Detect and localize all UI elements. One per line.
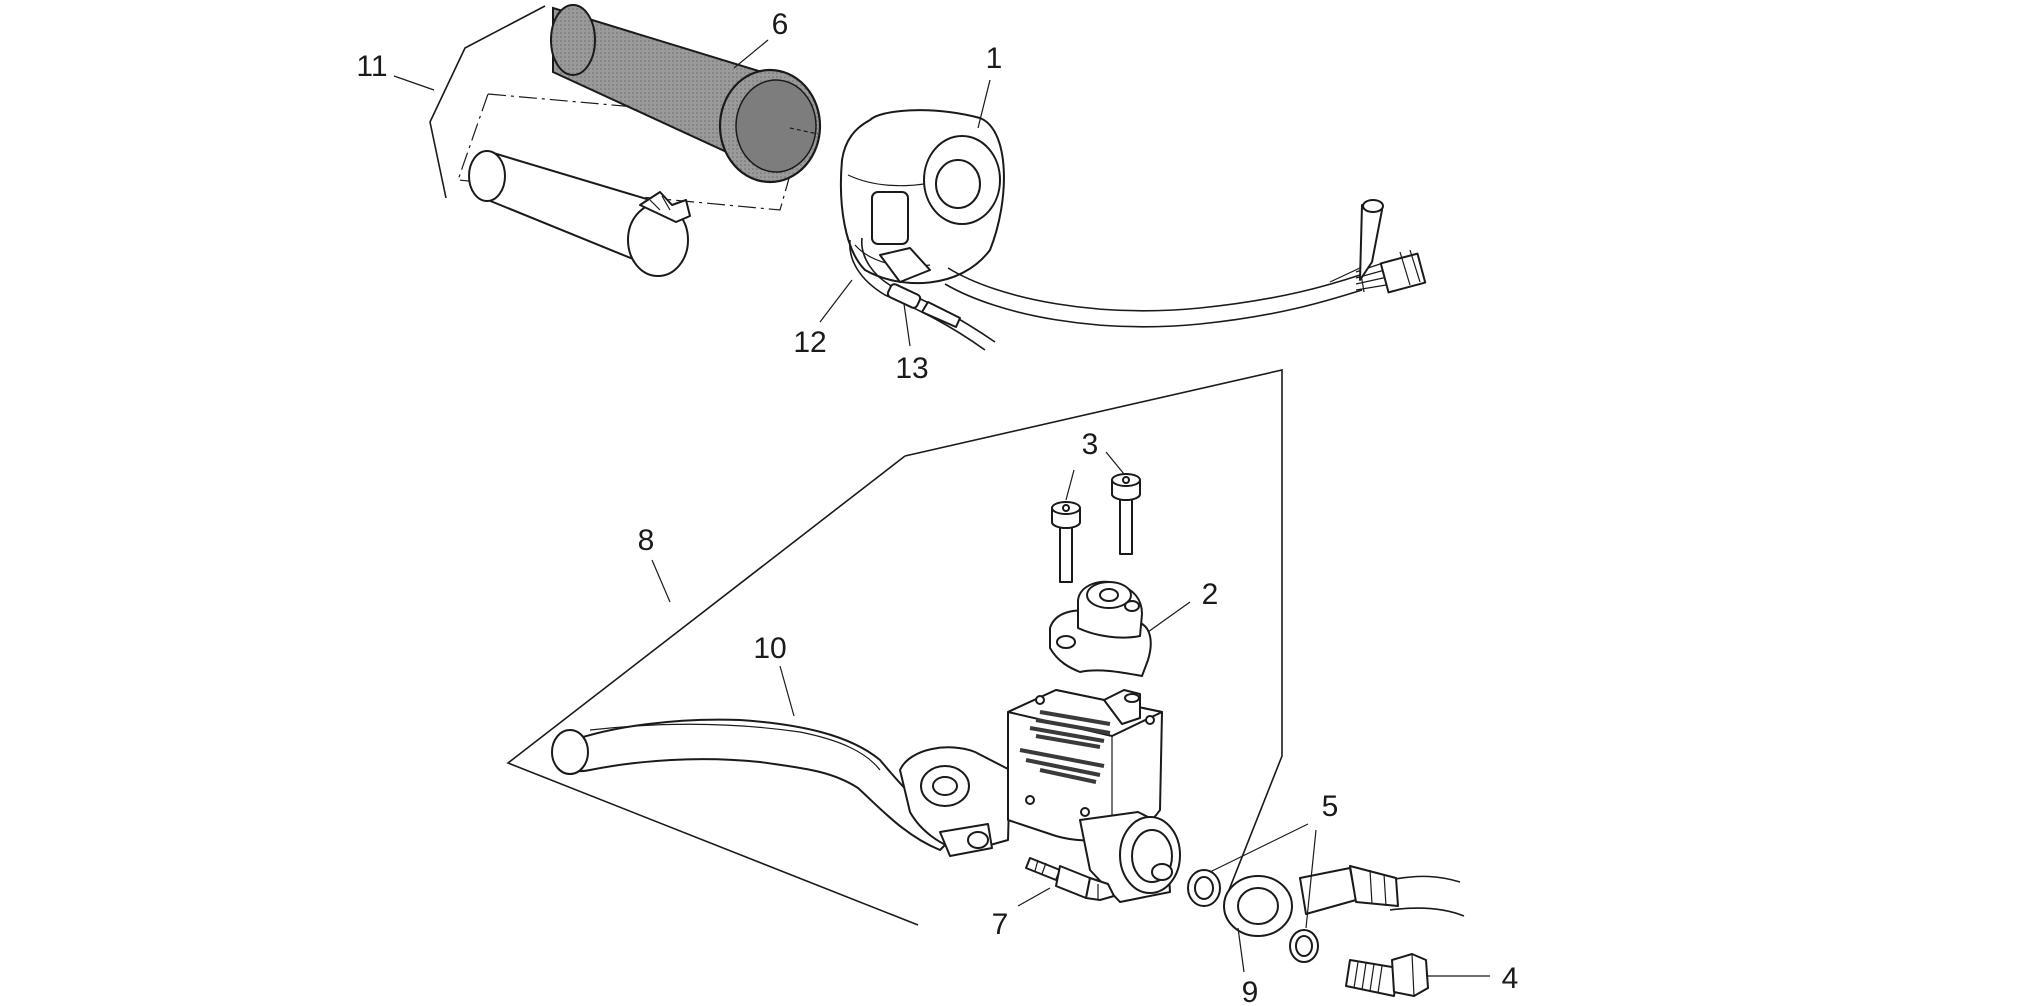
sealing-washers [1187, 869, 1319, 963]
switch-housing [839, 109, 1005, 285]
callout-7: 7 [992, 908, 1009, 941]
callout-1: 1 [986, 42, 1003, 75]
banjo-fitting-and-hose [1223, 865, 1465, 937]
callout-13: 13 [895, 352, 928, 385]
leader-6 [733, 39, 769, 69]
group-bracket-8 [506, 368, 1283, 926]
leader-10 [779, 665, 795, 717]
leader-12 [819, 279, 853, 323]
banjo-bolt [1345, 953, 1429, 997]
clutch-switch-cable [849, 237, 996, 351]
handlebar-grip [550, 4, 822, 184]
leader-13 [903, 303, 911, 347]
leader-5a [1209, 823, 1309, 873]
handlebar-clamp [1049, 580, 1152, 677]
lever-pivot [899, 746, 1011, 857]
callout-6: 6 [772, 8, 789, 41]
callout-3: 3 [1082, 428, 1099, 461]
leader-7 [1017, 887, 1051, 907]
reservoir-label-text-lines [1019, 710, 1111, 784]
master-cylinder-reservoir [1007, 689, 1163, 846]
callout-4: 4 [1502, 962, 1519, 995]
leader-5b [1305, 829, 1317, 929]
brake-light-switch [1025, 857, 1115, 901]
callout-2: 2 [1202, 578, 1219, 611]
leader-11 [393, 75, 435, 91]
callout-11: 11 [356, 50, 387, 83]
leader-1 [977, 79, 991, 129]
lever [551, 718, 961, 851]
leader-3a [1065, 469, 1075, 501]
switch-cable [944, 199, 1427, 328]
callout-9: 9 [1242, 976, 1259, 1006]
master-cylinder-bore [1079, 811, 1181, 903]
callout-12: 12 [793, 326, 826, 359]
leader-3b [1105, 451, 1125, 475]
group-bracket-11 [429, 5, 806, 211]
throttle-tube [468, 150, 691, 277]
callout-8: 8 [638, 524, 655, 557]
leader-9 [1237, 927, 1245, 973]
leader-2 [1147, 601, 1191, 633]
callout-numbers: 1 2 3 4 5 6 7 8 9 10 11 12 13 [356, 8, 1518, 1006]
callout-10: 10 [753, 632, 786, 665]
clamp-screws [1051, 473, 1141, 583]
leader-8 [651, 559, 671, 603]
leader-lines [393, 39, 1490, 977]
callout-5: 5 [1322, 790, 1339, 823]
